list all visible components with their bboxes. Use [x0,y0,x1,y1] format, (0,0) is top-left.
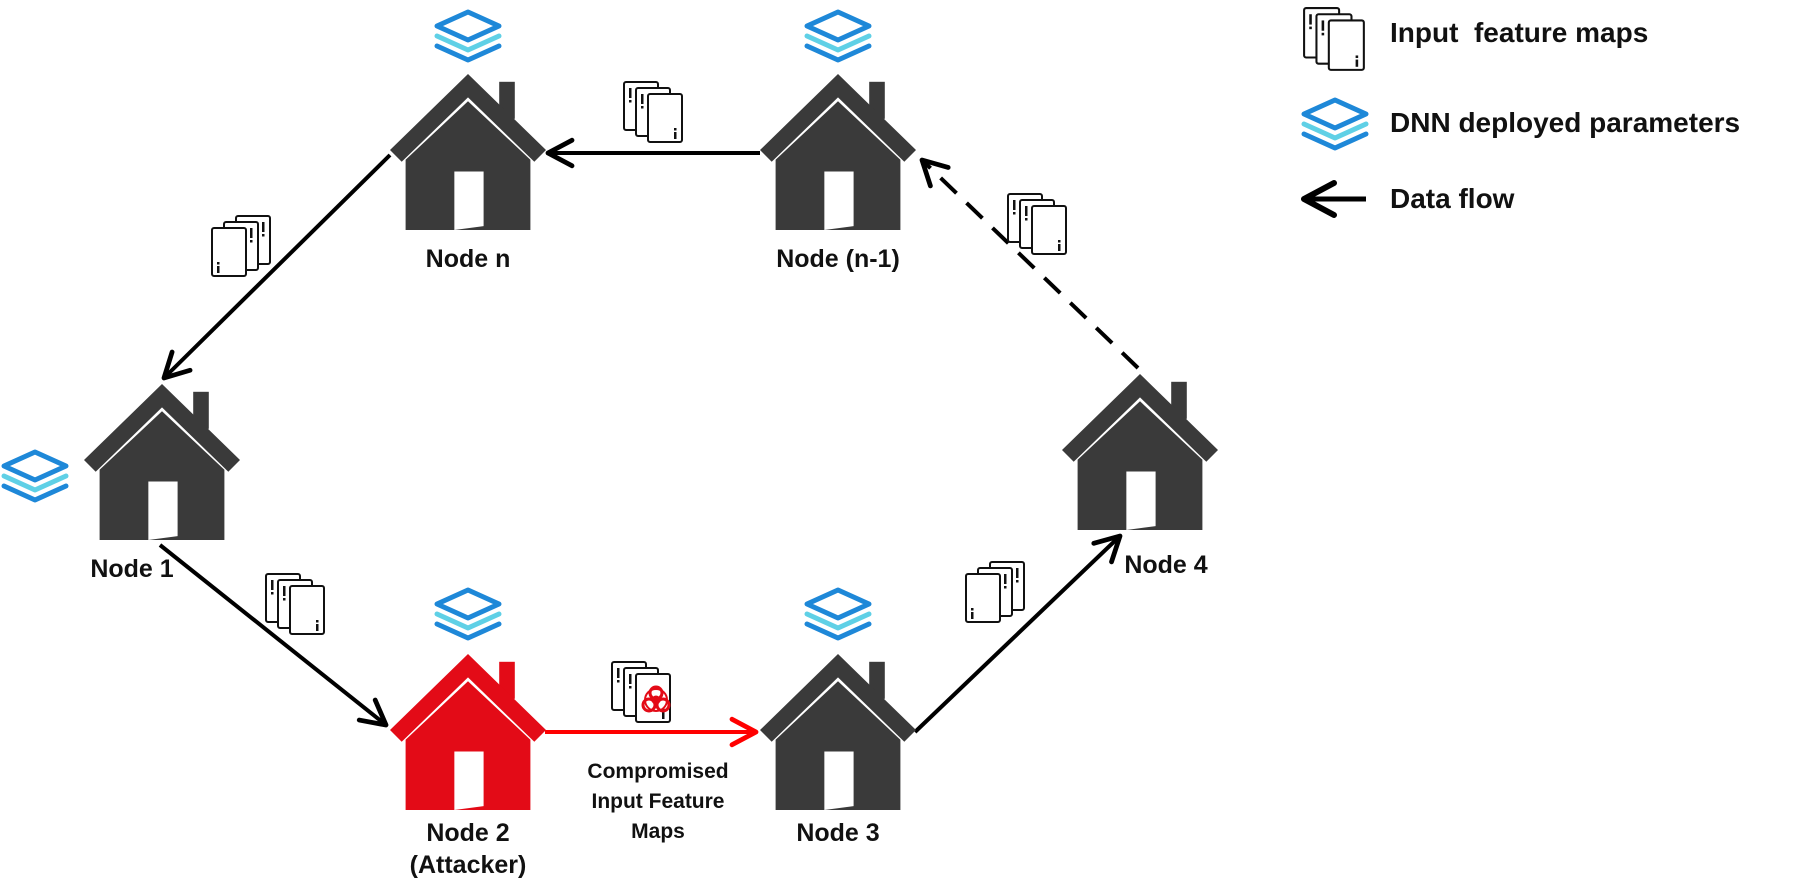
flow-3-to-4 [913,533,1123,734]
document-stack-icon [1007,193,1067,255]
node-1-house [84,384,240,540]
node-4-house [1062,374,1218,530]
node-label: Node 4 [1124,551,1208,579]
node-label: Node 2 [426,819,510,847]
node-label: Node n [425,245,511,273]
document-stack-icon [965,561,1025,623]
node-n-1-house [760,74,916,230]
compromised-feature-maps [611,661,671,723]
layers-icon [807,12,869,60]
node-sublabel: (Attacker) [409,851,527,879]
legend-feature-maps-label: Input feature maps [1390,17,1649,48]
document-stack-icon [1302,6,1365,71]
node-label: Node (n-1) [776,245,900,273]
data-flow-arrows [158,137,1140,748]
layers-icon [807,590,869,638]
flow-4-to-n1 [919,157,1140,370]
node-n-house [390,74,546,230]
layers-icon [437,12,499,60]
flow-1-to-2 [158,543,389,728]
document-stack-icon [211,215,271,277]
document-stack-icon [623,81,683,143]
compromised-label-line: Maps [631,820,685,843]
compromised-label-line: Compromised [587,760,729,783]
compromised-label-line: Input Feature [591,790,725,813]
layers-icon [437,590,499,638]
biohazard-icon [641,685,671,713]
document-stack-icon [265,573,325,635]
node-3-house [760,654,916,810]
legend-parameters-label: DNN deployed parameters [1390,107,1741,138]
legend [1301,6,1366,218]
node-2-attacker-house [390,654,546,810]
layers-icon [4,452,66,500]
node-label: Node 1 [90,555,174,583]
layers-icon [1304,100,1366,148]
legend-data-flow-label: Data flow [1390,183,1515,214]
flow-n-to-1 [161,153,392,381]
node-label: Node 3 [796,819,880,847]
